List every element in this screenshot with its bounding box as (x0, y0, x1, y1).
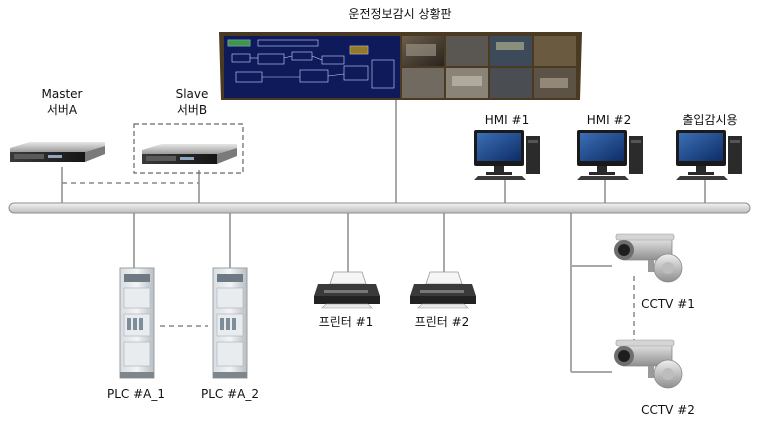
hmi2-label: HMI #2 (586, 113, 632, 127)
cctv2-label: CCTV #2 (641, 403, 695, 417)
display-title: 운전정보감시 상황판 (348, 7, 452, 21)
master-server-icon (10, 142, 105, 162)
plc2-cabinet-icon (212, 267, 248, 379)
system-diagram-screen (224, 36, 400, 98)
camera-feed-grid (402, 36, 576, 98)
network-bus (8, 202, 751, 214)
cctv1-label: CCTV #1 (641, 297, 695, 311)
slave-server-box (133, 123, 244, 174)
connection-lines (61, 98, 706, 373)
access-monitoring-pc-icon (676, 130, 742, 180)
master-server-label-line1: Master (41, 87, 83, 101)
printer2-label: 프린터 #2 (414, 315, 470, 329)
slave-server-label-line2: 서버B (176, 103, 208, 117)
hmi1-pc-icon (474, 130, 540, 180)
printer1-icon (314, 271, 380, 309)
plc1-cabinet-icon (119, 267, 155, 379)
hmi1-label: HMI #1 (484, 113, 530, 127)
slave-server-icon (142, 144, 237, 164)
plc2-label: PLC #A_2 (200, 387, 259, 401)
cctv2-camera-icon (614, 339, 683, 389)
slave-server-label-line1: Slave (175, 87, 209, 101)
printer1-label: 프린터 #1 (318, 315, 374, 329)
cctv1-camera-icon (614, 233, 683, 283)
master-server-label-line2: 서버A (46, 103, 78, 117)
redundancy-links (62, 182, 635, 344)
printer2-icon (410, 271, 476, 309)
plc1-label: PLC #A_1 (106, 387, 165, 401)
video-wall-display-icon (219, 32, 582, 100)
hmi2-pc-icon (577, 130, 643, 180)
access-monitoring-label: 출입감시용 (682, 113, 738, 127)
